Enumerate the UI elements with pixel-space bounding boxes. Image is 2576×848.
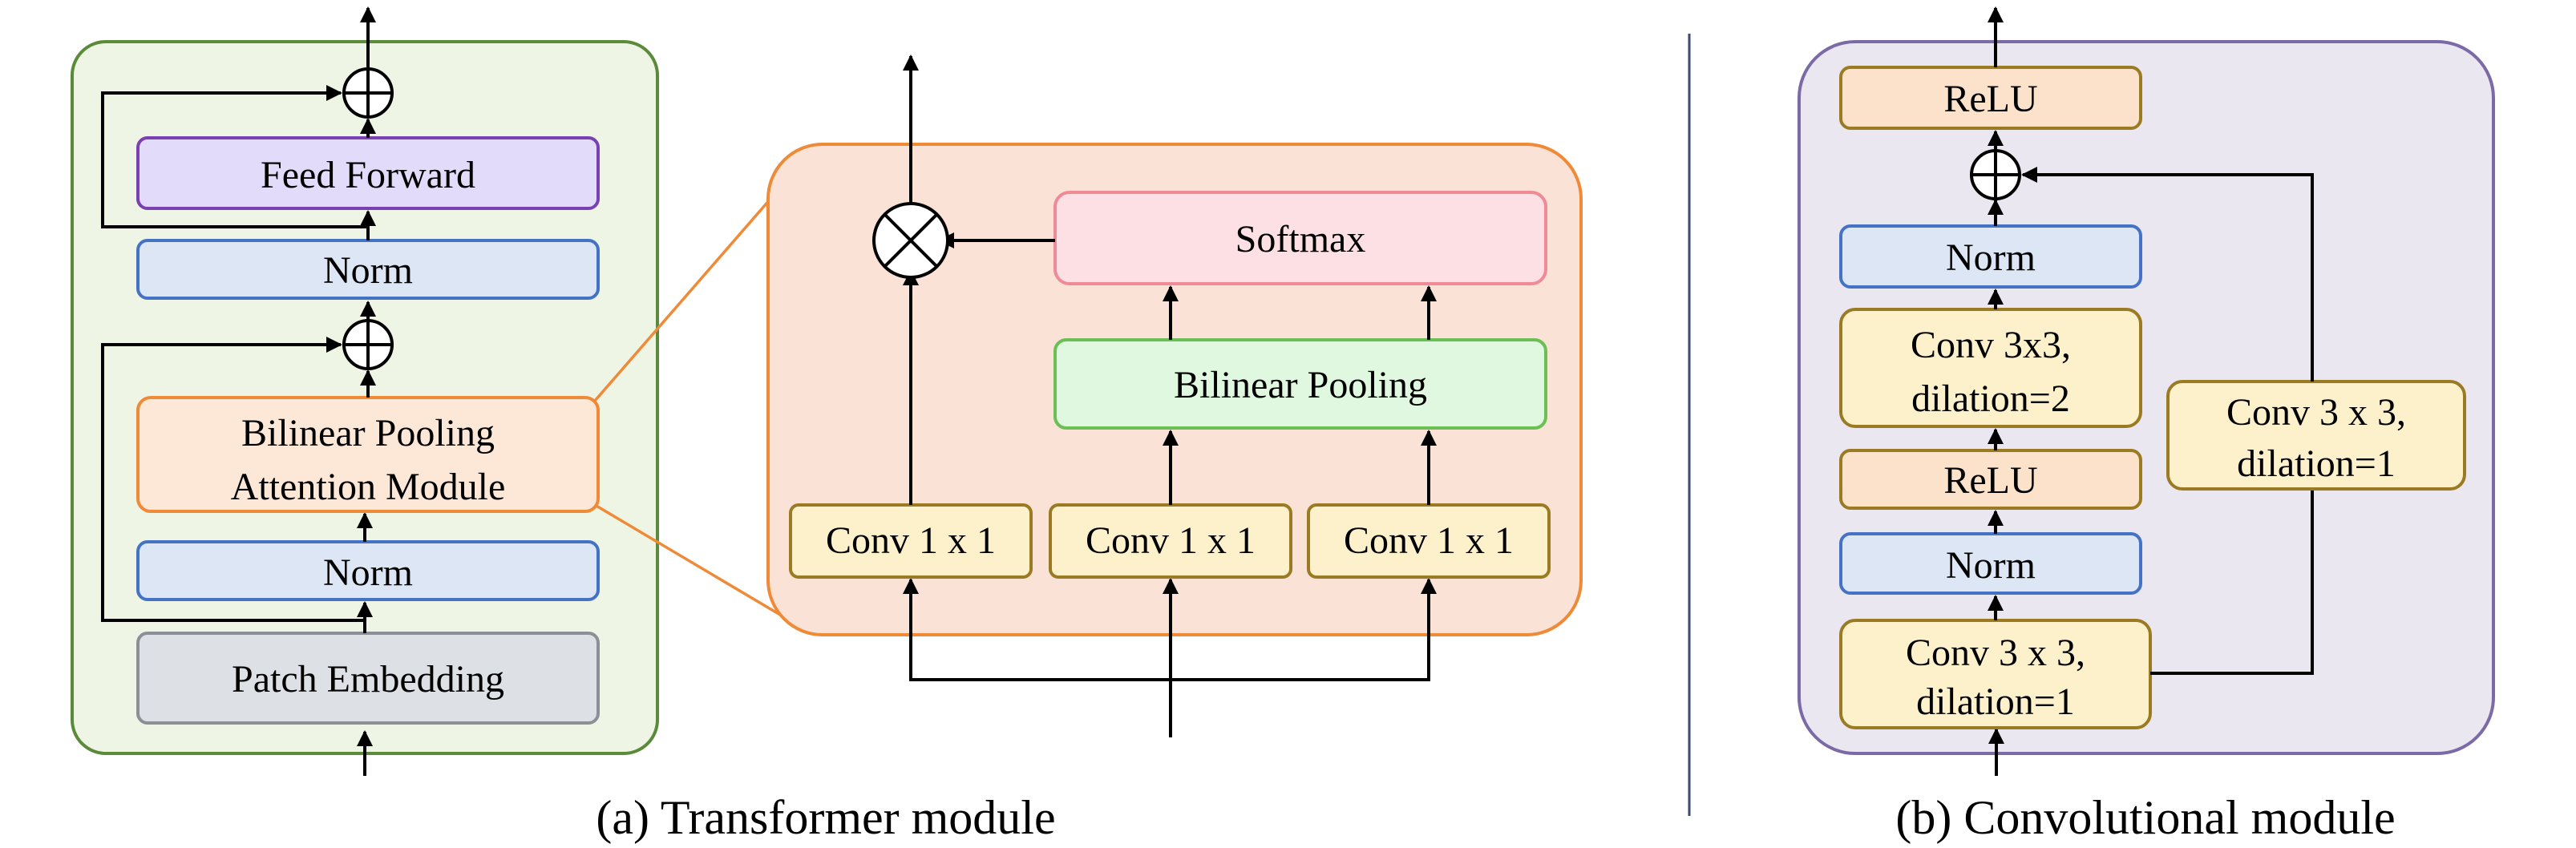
relu-top-label: ReLU bbox=[1943, 78, 2037, 120]
caption-transformer-module: (a) Transformer module bbox=[596, 791, 1055, 844]
transformer-norm-top-label: Norm bbox=[323, 249, 413, 292]
skip-branch-to-add bbox=[2021, 167, 2314, 382]
feed-forward-label: Feed Forward bbox=[261, 154, 475, 196]
attention-module-label-line1: Bilinear Pooling bbox=[241, 412, 495, 454]
multiply-icon bbox=[872, 202, 949, 279]
conv-1x1-left-block: Conv 1 x 1 bbox=[789, 503, 1033, 579]
add-icon-conv bbox=[1970, 149, 2021, 200]
add-icon-lower bbox=[342, 319, 394, 370]
conv-3x3-dilation2-line2: dilation=2 bbox=[1911, 378, 2070, 420]
conv-norm-top-label: Norm bbox=[1946, 236, 2036, 279]
conv-3x3-dilation1-main-block: Conv 3 x 3, dilation=1 bbox=[1839, 619, 2152, 729]
conv-1x1-middle-label: Conv 1 x 1 bbox=[1086, 519, 1256, 562]
transformer-norm-bottom-label: Norm bbox=[323, 551, 413, 594]
conv-3x3-dilation1-main-line2: dilation=1 bbox=[1916, 680, 2075, 723]
conv-1x1-right-block: Conv 1 x 1 bbox=[1307, 503, 1551, 579]
conv-1x1-left-label: Conv 1 x 1 bbox=[826, 519, 996, 562]
caption-convolutional-module: (b) Convolutional module bbox=[1895, 791, 2395, 844]
attention-module-label-line2: Attention Module bbox=[231, 466, 506, 508]
softmax-label: Softmax bbox=[1235, 218, 1366, 260]
softmax-block: Softmax bbox=[1053, 191, 1547, 285]
conv-3x3-dilation1-side-line2: dilation=1 bbox=[2237, 442, 2396, 485]
conv-norm-bottom-label: Norm bbox=[1946, 544, 2036, 587]
zoom-connector-bottom bbox=[594, 503, 799, 627]
relu-mid-block: ReLU bbox=[1839, 449, 2142, 510]
conv-3x3-dilation2-line1: Conv 3x3, bbox=[1911, 324, 2071, 366]
transformer-norm-bottom-block: Norm bbox=[136, 540, 600, 601]
skip-branch-to-side-conv bbox=[2150, 491, 2314, 675]
bilinear-pooling-block: Bilinear Pooling bbox=[1053, 338, 1547, 430]
conv-1x1-right-label: Conv 1 x 1 bbox=[1344, 519, 1514, 562]
residual-connection-upper bbox=[101, 85, 368, 228]
conv-3x3-dilation2-block: Conv 3x3, dilation=2 bbox=[1839, 308, 2142, 428]
transformer-norm-top-block: Norm bbox=[136, 239, 600, 300]
conv-1x1-middle-block: Conv 1 x 1 bbox=[1049, 503, 1292, 579]
conv-3x3-dilation1-main-line1: Conv 3 x 3, bbox=[1906, 632, 2085, 674]
conv-3x3-dilation1-side-line1: Conv 3 x 3, bbox=[2226, 391, 2406, 434]
zoom-connector-top bbox=[593, 184, 783, 402]
attention-module-block: Bilinear Pooling Attention Module bbox=[136, 396, 600, 513]
bilinear-pooling-label: Bilinear Pooling bbox=[1174, 364, 1427, 406]
patch-embedding-block: Patch Embedding bbox=[136, 632, 600, 725]
residual-connection-lower bbox=[101, 337, 365, 622]
patch-embedding-label: Patch Embedding bbox=[232, 658, 504, 701]
conv-norm-top-block: Norm bbox=[1839, 224, 2142, 289]
feed-forward-block: Feed Forward bbox=[136, 136, 600, 210]
conv-norm-bottom-block: Norm bbox=[1839, 532, 2142, 595]
add-icon-upper bbox=[342, 67, 394, 119]
detail-input-branch bbox=[909, 579, 1430, 681]
conv-3x3-dilation1-side-block: Conv 3 x 3, dilation=1 bbox=[2166, 380, 2466, 491]
relu-top-block: ReLU bbox=[1839, 66, 2142, 130]
relu-mid-label: ReLU bbox=[1943, 459, 2037, 502]
